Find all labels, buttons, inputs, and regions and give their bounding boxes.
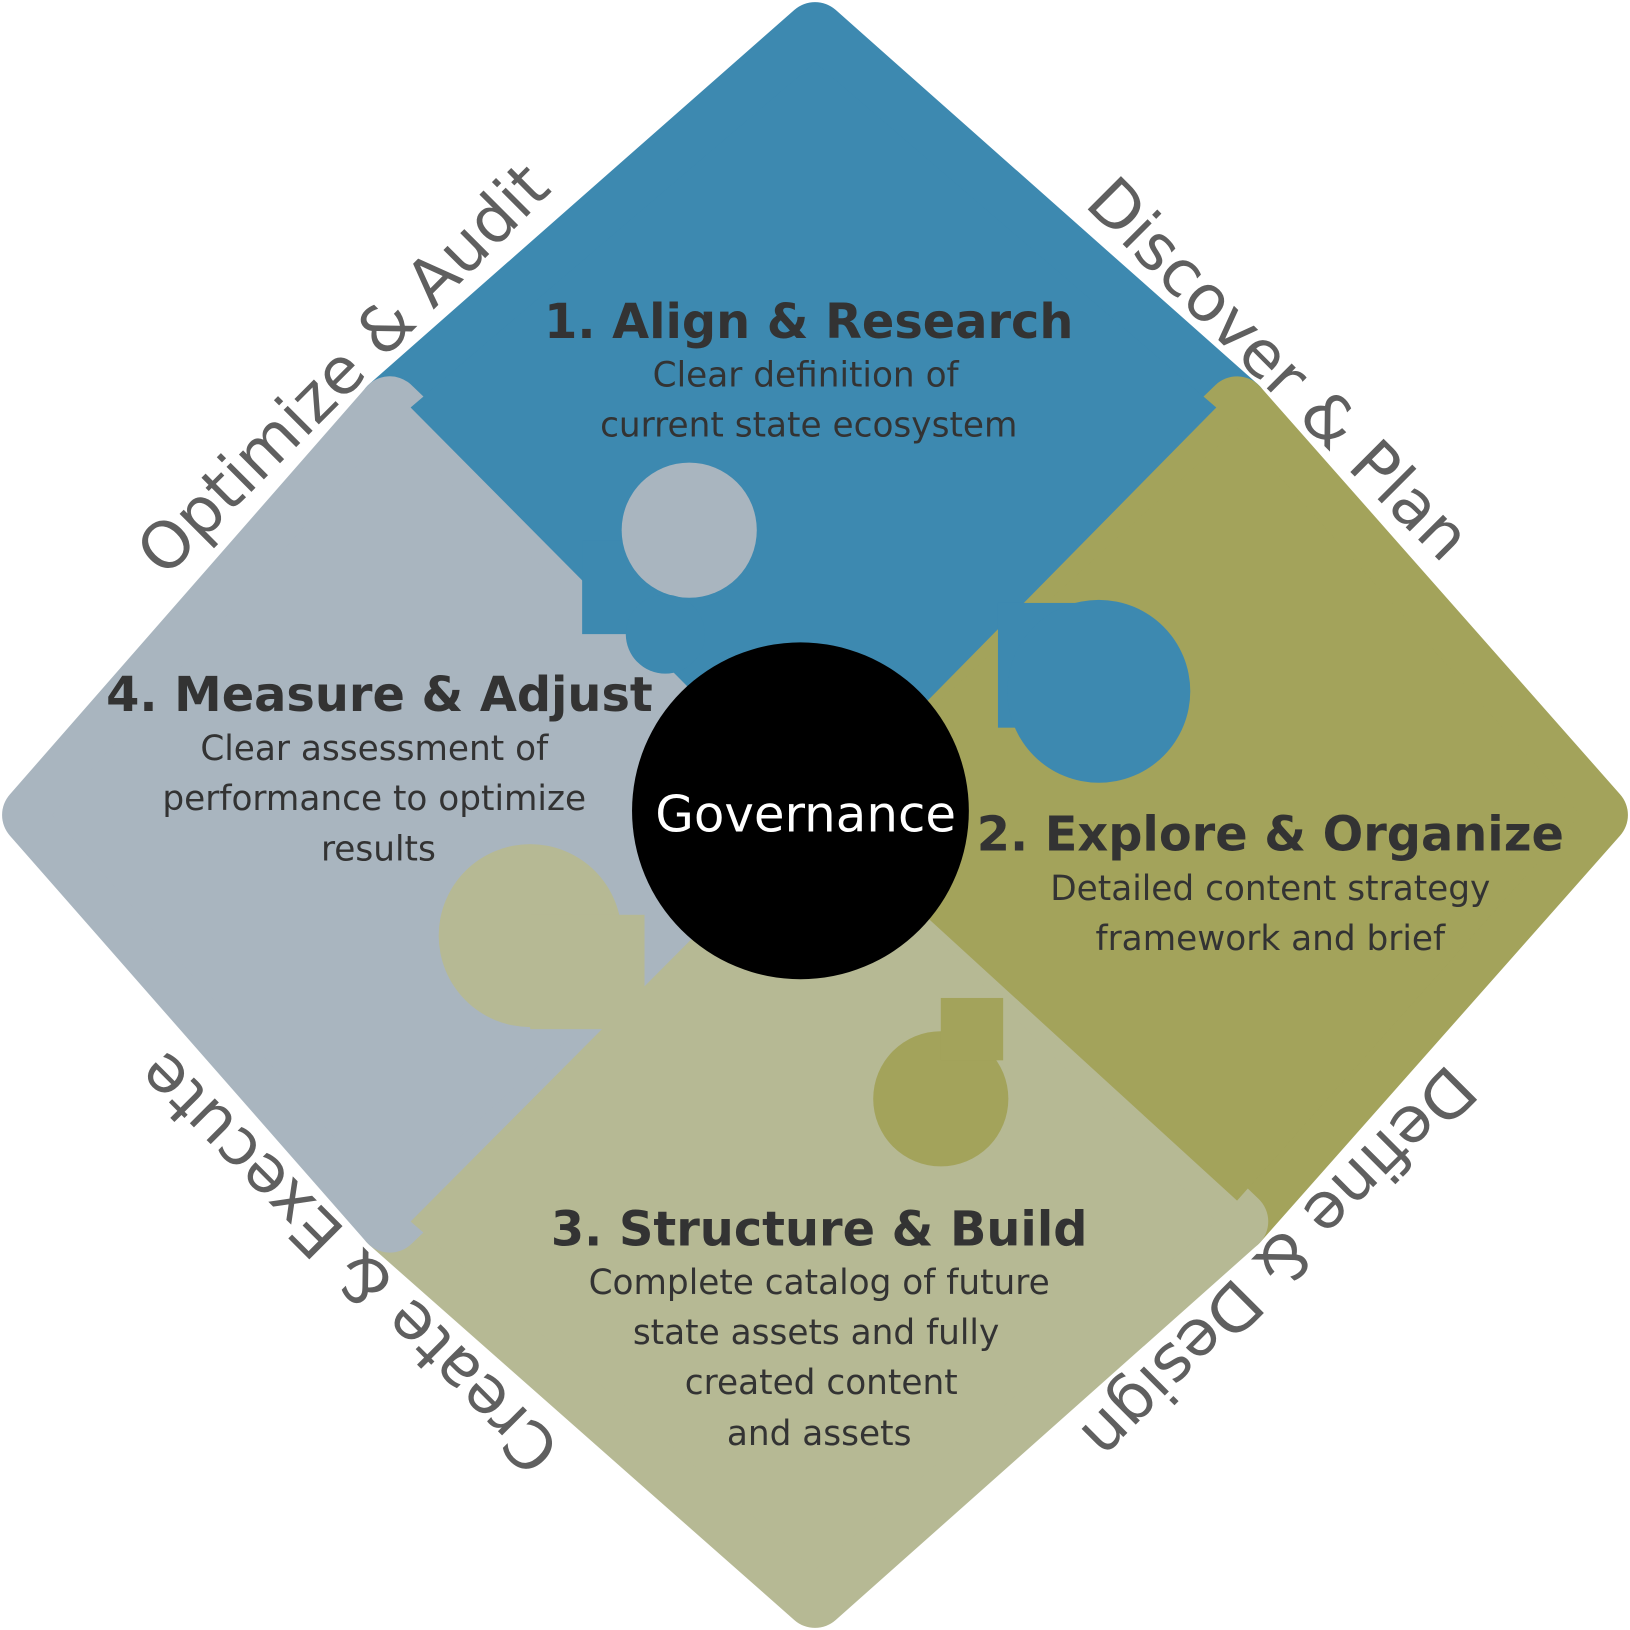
piece-2-title: 2. Explore & Organize: [977, 807, 1564, 862]
piece-4-desc: Clear assessment of: [200, 729, 549, 769]
tab-olive: [873, 1031, 1009, 1167]
piece-3-desc: Complete catalog of future: [589, 1263, 1050, 1303]
piece-1-title: 1. Align & Research: [544, 295, 1073, 350]
piece-3-desc: state assets and fully: [633, 1313, 999, 1353]
tab-gray: [621, 462, 757, 598]
piece-3-title: 3. Structure & Build: [551, 1202, 1088, 1257]
piece-2-desc: framework and brief: [1096, 919, 1447, 959]
governance-circle: [632, 642, 969, 980]
piece-2-desc: Detailed content strategy: [1050, 869, 1490, 909]
piece-4-desc: performance to optimize: [162, 779, 586, 819]
piece-1-desc: current state ecosystem: [600, 406, 1017, 446]
piece-4-title: 4. Measure & Adjust: [106, 668, 653, 723]
piece-3-desc: and assets: [727, 1414, 912, 1454]
governance-label: Governance: [655, 786, 956, 844]
piece-4-desc: results: [321, 830, 436, 870]
piece-1-desc: Clear definition of: [653, 356, 960, 396]
piece-3-desc: created content: [685, 1363, 958, 1403]
tab-blue: [1007, 599, 1191, 783]
